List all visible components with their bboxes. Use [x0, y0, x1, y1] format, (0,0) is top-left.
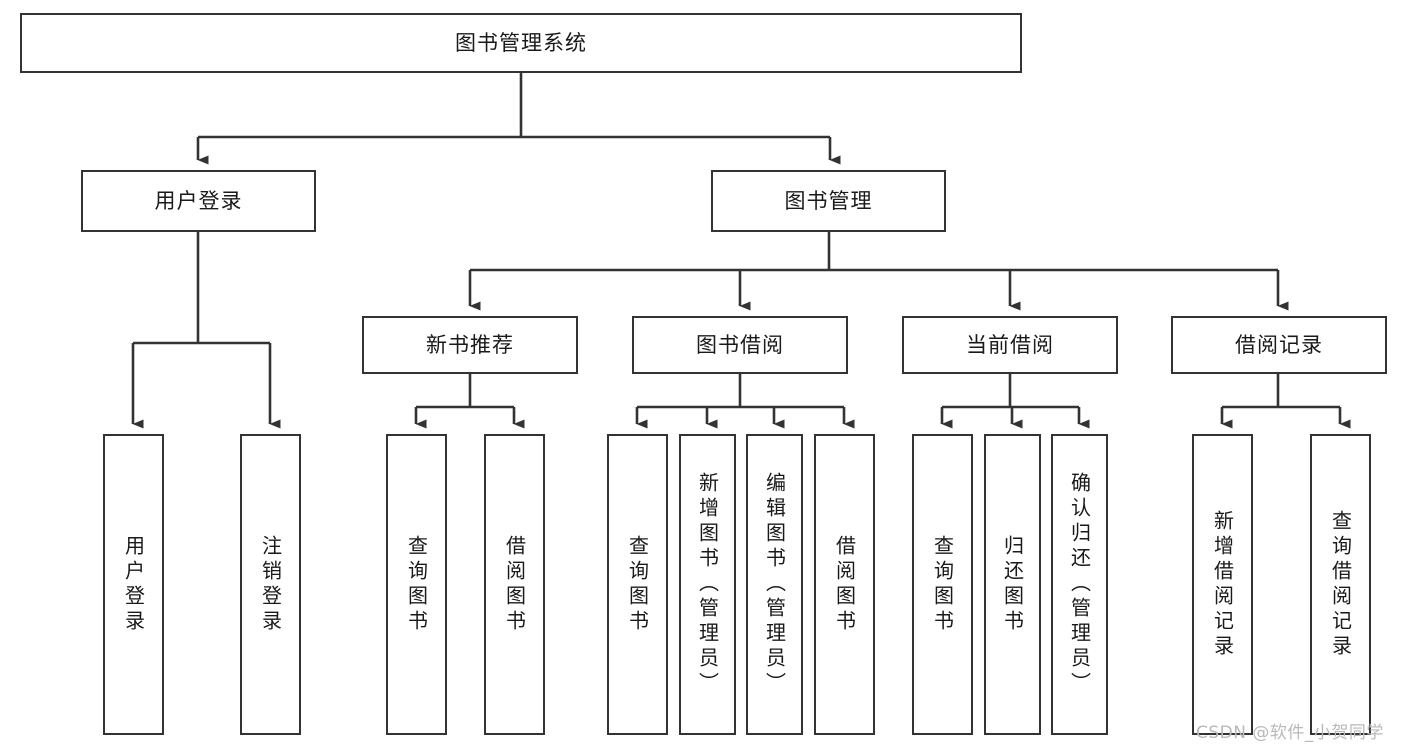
node-label: 归还图书 — [1000, 534, 1025, 635]
edge-group-root — [196, 73, 841, 165]
node-leaf-edit-book-admin[interactable]: 编辑图书（管理员） — [746, 434, 803, 735]
node-label: 新增借阅记录 — [1210, 509, 1235, 660]
node-leaf-query-books-borrow[interactable]: 查询图书 — [607, 434, 668, 735]
node-label: 借阅图书 — [832, 534, 857, 635]
node-label: 用户登录 — [154, 188, 243, 213]
node-user-login[interactable]: 用户登录 — [81, 170, 316, 232]
node-label: 图书借阅 — [696, 332, 784, 357]
edge-group-user-login — [131, 232, 281, 429]
node-label: 新增图书（管理员） — [695, 472, 720, 697]
node-root-system[interactable]: 图书管理系统 — [20, 13, 1022, 73]
edge-group-new-books — [414, 374, 525, 429]
node-leaf-logout[interactable]: 注销登录 — [240, 434, 301, 735]
node-leaf-borrow-books-recommend[interactable]: 借阅图书 — [484, 434, 545, 735]
node-leaf-add-borrow-record[interactable]: 新增借阅记录 — [1192, 434, 1253, 735]
node-label: 确认归还（管理员） — [1067, 472, 1092, 697]
node-label: 查询借阅记录 — [1328, 509, 1353, 660]
node-new-book-recommend[interactable]: 新书推荐 — [362, 316, 578, 374]
node-label: 借阅图书 — [502, 534, 527, 635]
node-label: 当前借阅 — [966, 332, 1054, 357]
node-label: 注销登录 — [258, 534, 283, 635]
node-book-management[interactable]: 图书管理 — [711, 170, 946, 232]
node-leaf-confirm-return-admin[interactable]: 确认归还（管理员） — [1051, 434, 1108, 735]
edge-group-current — [940, 374, 1090, 429]
node-label: 用户登录 — [121, 534, 146, 635]
edge-group-borrow — [635, 374, 855, 429]
node-leaf-user-login[interactable]: 用户登录 — [103, 434, 164, 735]
node-leaf-return-book[interactable]: 归还图书 — [984, 434, 1041, 735]
node-label: 新书推荐 — [426, 332, 514, 357]
edge-group-book-mgmt — [468, 232, 1289, 311]
edge-group-records — [1220, 374, 1351, 429]
node-label: 图书管理 — [784, 188, 873, 213]
node-label: 图书管理系统 — [455, 30, 587, 55]
node-label: 查询图书 — [404, 534, 429, 635]
node-borrow-records[interactable]: 借阅记录 — [1171, 316, 1387, 374]
csdn-watermark: CSDN @软件_小贺同学 — [1196, 723, 1384, 743]
node-leaf-query-books-recommend[interactable]: 查询图书 — [386, 434, 447, 735]
node-leaf-query-borrow-record[interactable]: 查询借阅记录 — [1310, 434, 1371, 735]
node-label: 查询图书 — [930, 534, 955, 635]
node-label: 查询图书 — [625, 534, 650, 635]
node-leaf-lend-book[interactable]: 借阅图书 — [814, 434, 875, 735]
node-leaf-add-book-admin[interactable]: 新增图书（管理员） — [679, 434, 736, 735]
node-label: 编辑图书（管理员） — [762, 472, 787, 697]
node-label: 借阅记录 — [1235, 332, 1323, 357]
node-leaf-query-books-current[interactable]: 查询图书 — [912, 434, 973, 735]
node-current-borrow[interactable]: 当前借阅 — [902, 316, 1118, 374]
node-book-borrow[interactable]: 图书借阅 — [632, 316, 848, 374]
